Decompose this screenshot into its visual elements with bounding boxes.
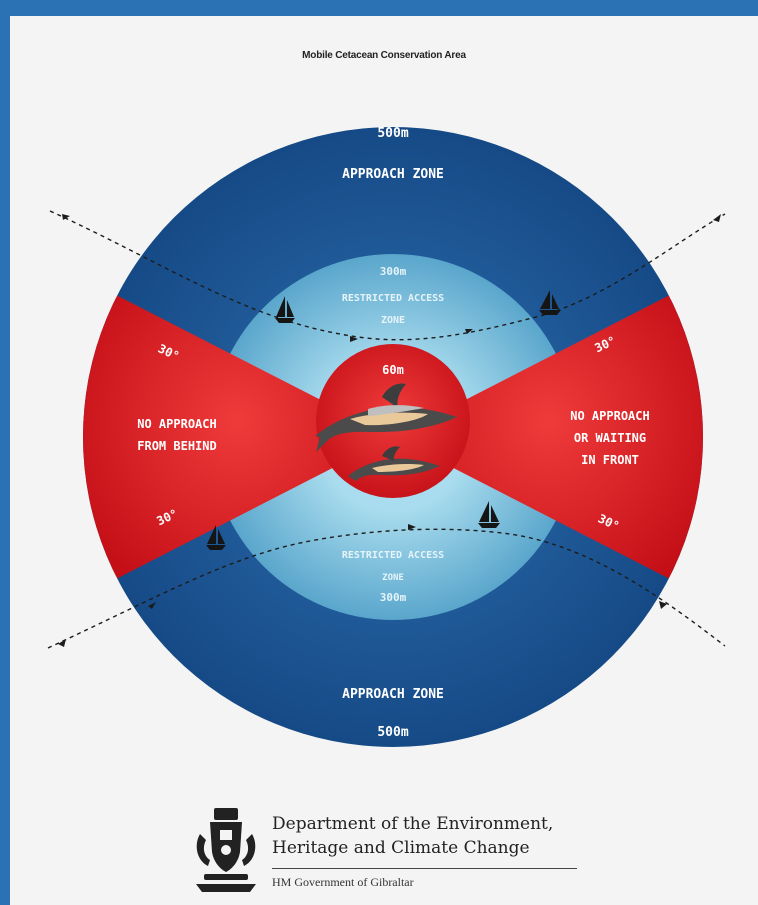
arrow-icon (62, 214, 70, 220)
right-wedge-label-line2: OR WAITING (574, 431, 646, 445)
sailboat-icon (206, 525, 226, 550)
approach-bottom-label: APPROACH ZONE (342, 687, 444, 702)
approach-top-distance: 500m (377, 126, 408, 141)
government-name: HM Government of Gibraltar (272, 875, 414, 889)
restricted-bottom-label-line1: RESTRICTED ACCESS (342, 550, 444, 561)
sailboat-icon (478, 501, 500, 528)
right-wedge-label-line1: NO APPROACH (570, 409, 649, 423)
arrow-icon (58, 639, 66, 647)
restricted-bottom-distance: 300m (380, 591, 407, 604)
crest-icon (196, 808, 256, 892)
dolphin-icon (348, 446, 440, 481)
department-name-line2: Heritage and Climate Change (272, 838, 530, 858)
arrow-icon (408, 524, 416, 530)
footer-divider (272, 868, 577, 869)
left-wedge-label-line2: FROM BEHIND (137, 439, 216, 453)
footer: Department of the Environment, Heritage … (10, 794, 758, 904)
restricted-top-distance: 300m (380, 265, 407, 278)
department-name-line1: Department of the Environment, (272, 814, 554, 834)
left-wedge-label-line1: NO APPROACH (137, 417, 216, 431)
arrow-icon (148, 602, 156, 609)
restricted-top-label-line1: RESTRICTED ACCESS (342, 293, 444, 304)
restricted-bottom-label-line2: ZONE (382, 573, 404, 583)
conservation-zone-diagram: 500m APPROACH ZONE APPROACH ZONE 500m 30… (47, 126, 726, 747)
no-approach-left-wedge (83, 278, 393, 596)
arrow-icon (350, 336, 358, 342)
no-approach-right-wedge (393, 278, 703, 596)
arrow-icon (713, 214, 721, 222)
arrow-icon (659, 601, 667, 609)
sailboat-icon (539, 290, 561, 315)
right-wedge-label-line3: IN FRONT (581, 453, 639, 467)
dolphin-icon (315, 383, 457, 452)
arrow-icon (465, 329, 473, 334)
diagram-title: Mobile Cetacean Conservation Area (302, 50, 466, 61)
poster-panel: Mobile Cetacean Conservation Area (10, 16, 758, 905)
approach-top-label: APPROACH ZONE (342, 167, 444, 182)
sailboat-icon (275, 296, 295, 323)
center-distance: 60m (382, 363, 404, 377)
restricted-top-label-line2: ZONE (381, 315, 405, 326)
approach-bottom-distance: 500m (377, 725, 408, 740)
